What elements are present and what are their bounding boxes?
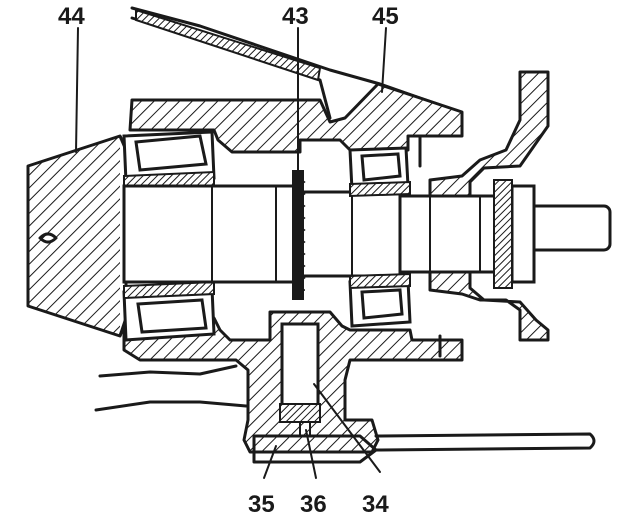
callout-34: 34 xyxy=(362,491,389,518)
callout-35: 35 xyxy=(248,491,275,518)
sensor-assembly xyxy=(252,322,378,464)
leader-lines xyxy=(75,27,387,479)
left-bearing xyxy=(122,130,216,342)
axle-shaft xyxy=(122,184,612,284)
callout-44: 44 xyxy=(58,3,85,30)
conical-hub xyxy=(26,134,128,338)
callout-45: 45 xyxy=(372,3,399,30)
callout-36: 36 xyxy=(300,491,327,518)
sensor-cable xyxy=(374,432,596,452)
callout-43: 43 xyxy=(282,3,309,30)
drive-flange xyxy=(418,70,550,358)
right-bearing xyxy=(348,146,412,328)
sensor-ring xyxy=(292,170,306,300)
